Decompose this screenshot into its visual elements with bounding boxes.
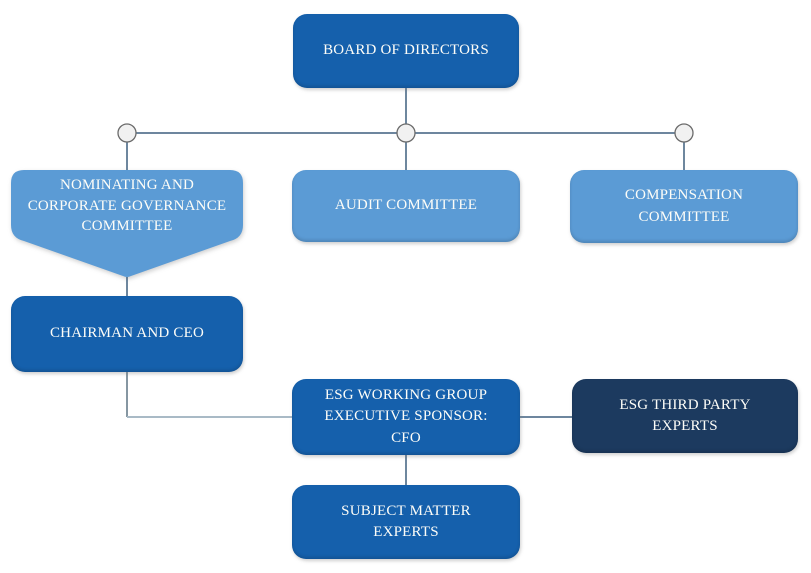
- node-audit-committee-label: AUDIT COMMITTEE: [334, 197, 478, 214]
- node-subject-matter-experts: SUBJECT MATTER EXPERTS: [292, 485, 520, 559]
- node-esg-working-group: ESG WORKING GROUP EXECUTIVE SPONSOR: CFO: [292, 379, 520, 455]
- node-esg-working-group-label: ESG WORKING GROUP EXECUTIVE SPONSOR: CFO: [324, 387, 488, 446]
- node-esg-third-party-experts: ESG THIRD PARTY EXPERTS: [572, 379, 798, 453]
- node-compensation-committee: COMPENSATION COMMITTEE: [570, 170, 798, 243]
- node-compensation-committee-label: COMPENSATION COMMITTEE: [624, 187, 744, 225]
- node-subject-matter-experts-label: SUBJECT MATTER EXPERTS: [341, 502, 471, 540]
- node-nominating-committee: NOMINATING AND CORPORATE GOVERNANCE COMM…: [11, 172, 243, 240]
- junction-dot-left: [117, 123, 137, 143]
- node-audit-committee: AUDIT COMMITTEE: [292, 170, 520, 242]
- node-chairman-and-ceo: CHAIRMAN AND CEO: [11, 296, 243, 372]
- junction-dot-center: [396, 123, 416, 143]
- nominating-banner-shape: [11, 170, 243, 277]
- node-esg-third-party-experts-label: ESG THIRD PARTY EXPERTS: [619, 396, 751, 434]
- node-board-of-directors: BOARD OF DIRECTORS: [293, 14, 519, 88]
- junction-dot-right: [674, 123, 694, 143]
- node-nominating-committee-label: NOMINATING AND CORPORATE GOVERNANCE COMM…: [27, 176, 227, 235]
- node-chairman-and-ceo-label: CHAIRMAN AND CEO: [49, 325, 205, 342]
- node-board-of-directors-label: BOARD OF DIRECTORS: [323, 42, 489, 59]
